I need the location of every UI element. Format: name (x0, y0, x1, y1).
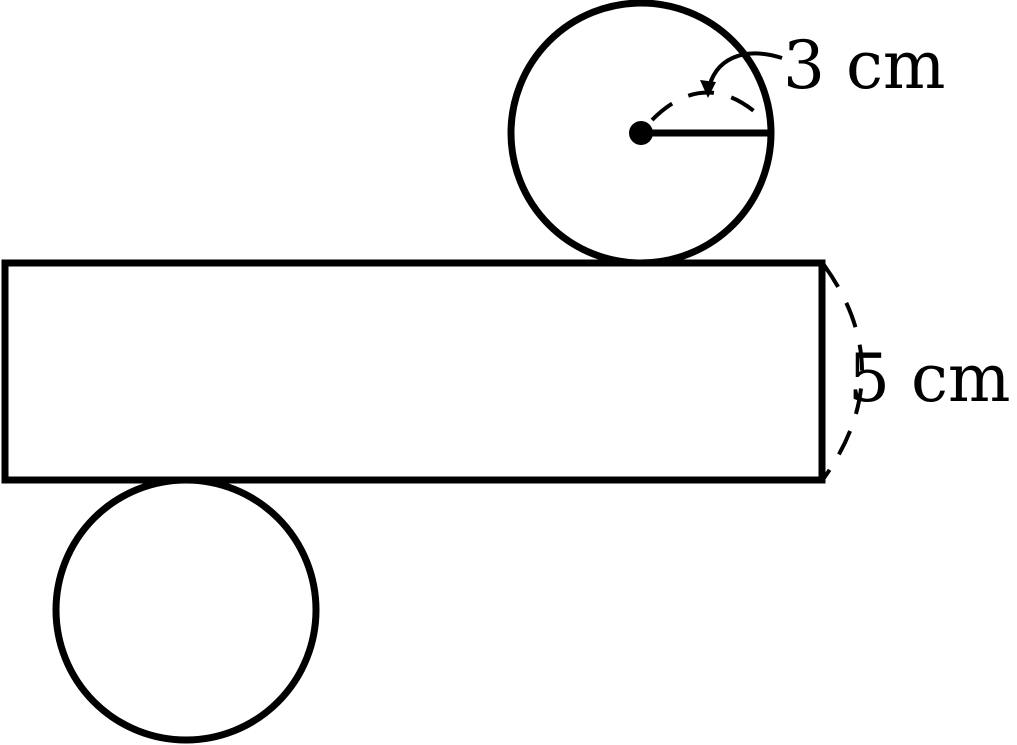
center-point (629, 121, 653, 145)
radius-label: 3 cm (783, 27, 946, 104)
radius-dimension-arc (650, 90, 764, 122)
lateral-face-rectangle (1, 259, 826, 484)
bottom-circle-face (52, 476, 320, 744)
height-label: 5 cm (848, 340, 1011, 417)
height-dimension-arc (822, 263, 864, 480)
radius-leader-arrowhead (700, 80, 716, 98)
